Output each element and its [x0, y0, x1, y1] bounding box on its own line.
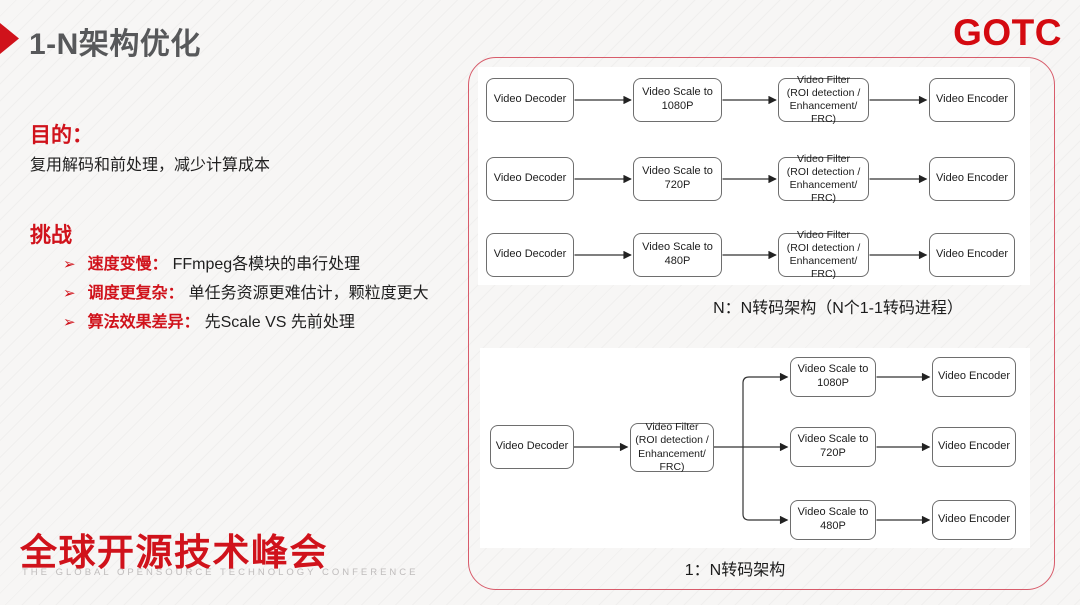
node-video-encoder: Video Encoder	[929, 157, 1015, 201]
node-video-decoder: Video Decoder	[486, 233, 574, 277]
list-item: ➢ 调度更复杂： 单任务资源更难估计，颗粒度更大	[63, 279, 429, 302]
node-video-filter: Video Filter (ROI detection / Enhancemen…	[630, 421, 714, 473]
challenge-text: FFmpeg各模块的串行处理	[172, 256, 361, 273]
gotc-logo: GOTC	[953, 12, 1062, 53]
conference-logo-cn: 全球开源技术峰会	[20, 532, 328, 573]
node-video-filter: Video Filter (ROI detection / Enhancemen…	[778, 74, 869, 125]
node-video-encoder: Video Encoder	[929, 233, 1015, 277]
challenge-text: 先Scale VS 先前处理	[204, 314, 355, 331]
node-video-filter: Video Filter (ROI detection / Enhancemen…	[778, 153, 869, 204]
node-video-filter: Video Filter (ROI detection / Enhancemen…	[778, 229, 869, 280]
purpose-body: 复用解码和前处理，减少计算成本	[30, 157, 271, 174]
one-n-diagram-caption: 1：N转码架构	[684, 562, 786, 579]
arrow-bullet-icon: ➢	[63, 313, 76, 331]
list-item: ➢ 算法效果差异： 先Scale VS 先前处理	[63, 308, 429, 331]
node-video-scale: Video Scale to 720P	[790, 427, 876, 467]
node-video-scale: Video Scale to 1080P	[633, 78, 722, 122]
node-video-scale: Video Scale to 480P	[790, 500, 876, 540]
arrow-bullet-icon: ➢	[63, 284, 76, 302]
node-video-decoder: Video Decoder	[486, 157, 574, 201]
node-video-scale: Video Scale to 1080P	[790, 357, 876, 397]
node-video-encoder: Video Encoder	[932, 357, 1016, 397]
node-video-decoder: Video Decoder	[490, 425, 574, 469]
diagram-panel	[468, 57, 1055, 590]
challenge-text: 单任务资源更难估计，颗粒度更大	[188, 285, 429, 302]
node-video-encoder: Video Encoder	[929, 78, 1015, 122]
node-video-scale: Video Scale to 720P	[633, 157, 722, 201]
node-video-decoder: Video Decoder	[486, 78, 574, 122]
title-arrow-icon	[0, 23, 19, 54]
list-item: ➢ 速度变慢： FFmpeg各模块的串行处理	[63, 250, 429, 273]
challenge-list: ➢ 速度变慢： FFmpeg各模块的串行处理 ➢ 调度更复杂： 单任务资源更难估…	[63, 250, 429, 337]
challenge-label: 速度变慢：	[87, 256, 168, 273]
challenge-label: 算法效果差异：	[87, 314, 200, 331]
purpose-heading: 目的：	[30, 124, 93, 147]
page-title: 1-N架构优化	[29, 28, 201, 61]
nn-diagram-caption: N：N转码架构（N个1-1转码进程）	[713, 300, 963, 317]
node-video-scale: Video Scale to 480P	[633, 233, 722, 277]
node-video-encoder: Video Encoder	[932, 427, 1016, 467]
challenge-label: 调度更复杂：	[87, 285, 184, 302]
arrow-bullet-icon: ➢	[63, 255, 76, 273]
node-video-encoder: Video Encoder	[932, 500, 1016, 540]
challenges-heading: 挑战	[30, 224, 72, 247]
conference-logo-en: THE GLOBAL OPENSOURCE TECHNOLOGY CONFERE…	[22, 567, 419, 578]
